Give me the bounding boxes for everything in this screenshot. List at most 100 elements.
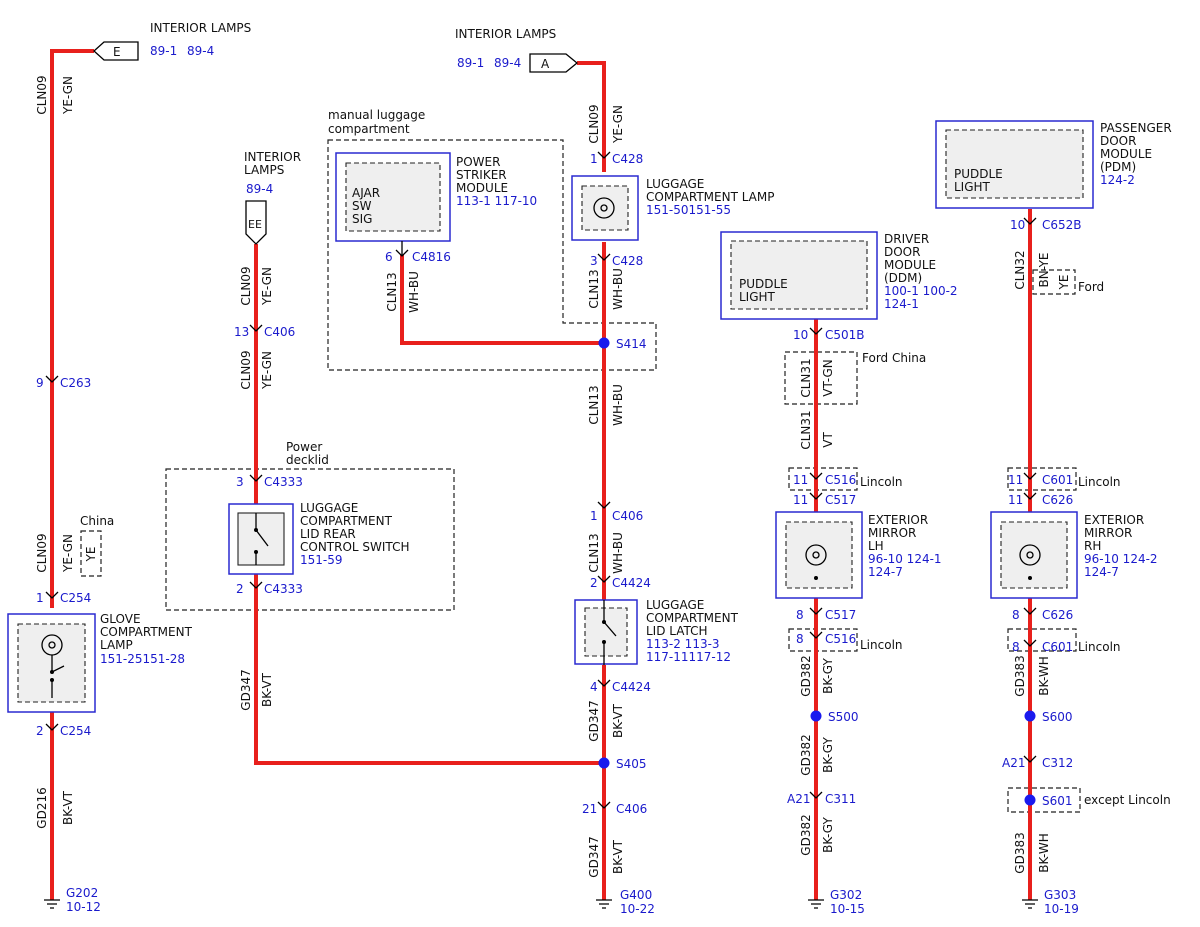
mrh-l1: EXTERIOR: [1084, 513, 1144, 527]
note-fordchina: Ford China: [862, 351, 926, 365]
wire-label-circuit: GD382: [799, 814, 813, 855]
switch-l4: CONTROL SWITCH: [300, 540, 409, 554]
wire-label-circuit: CLN31: [799, 410, 813, 449]
splices: S414 S405 S500 S600 S601: [598, 337, 1073, 808]
conn-c601a: C601: [1042, 473, 1073, 487]
conn-c652b: C652B: [1042, 218, 1082, 232]
splice-s600: S600: [1042, 710, 1073, 724]
wire-label-color: BK-WH: [1037, 656, 1051, 696]
group-boxes: [80, 139, 1081, 813]
note-except-lincoln: except Lincoln: [1084, 793, 1171, 807]
note-china: China: [80, 514, 114, 528]
conn-c601b: C601: [1042, 640, 1073, 654]
ground-g303: G303: [1044, 888, 1076, 902]
pin-c428b: 3: [590, 254, 598, 268]
lamp-l2: COMPARTMENT LAMP: [646, 190, 774, 204]
wire-label-circuit: GD382: [799, 734, 813, 775]
latch-ref2: 117-11117-12: [646, 650, 731, 664]
ddm-l1: DRIVER: [884, 232, 929, 246]
striker-l2: STRIKER: [456, 168, 507, 182]
mlh-l1: EXTERIOR: [868, 513, 928, 527]
glove-l2: COMPARTMENT: [100, 625, 193, 639]
splice-dot: [1024, 710, 1036, 722]
wire-label-circuit: CLN13: [587, 533, 601, 572]
striker-l3: MODULE: [456, 181, 508, 195]
ref-e-page1: 89-1: [150, 44, 177, 58]
conn-c626b: C626: [1042, 608, 1073, 622]
pin-c517a: 11: [793, 493, 808, 507]
ref-a-page1: 89-1: [457, 56, 484, 70]
pin-c4424a: 2: [590, 576, 598, 590]
ref-ee-title2: LAMPS: [244, 163, 284, 177]
pin-c601a: 11: [1008, 473, 1023, 487]
pin-c312: A21: [1002, 756, 1025, 770]
wire-label-circuit: CLN09: [239, 266, 253, 305]
mlh-l3: LH: [868, 539, 884, 553]
ground-g400: G400: [620, 888, 652, 902]
luggage-compartment-lamp: LUGGAGE COMPARTMENT LAMP 151-50151-55: [571, 175, 774, 241]
conn-c4424b: C4424: [612, 680, 651, 694]
note-ford: Ford: [1078, 280, 1104, 294]
note-ford-ye: YE: [1057, 275, 1071, 291]
wire-label-color: VT-GN: [821, 359, 835, 396]
conn-c516b: C516: [825, 632, 856, 646]
ground-g302-page: 10-15: [830, 902, 865, 916]
conn-c4424a: C4424: [612, 576, 651, 590]
ref-e-title: INTERIOR LAMPS: [150, 21, 251, 35]
conn-c406c: C406: [616, 802, 647, 816]
pdm-l4: (PDM): [1100, 160, 1136, 174]
conn-c4333a: C4333: [264, 475, 303, 489]
wire-label-circuit: CLN09: [239, 350, 253, 389]
conn-c626a: C626: [1042, 493, 1073, 507]
ref-ee-title1: INTERIOR: [244, 150, 301, 164]
wire-label-color: BK-WH: [1037, 833, 1051, 873]
ddm-in1: PUDDLE: [739, 277, 788, 291]
wire-label-color: WH-BU: [611, 532, 625, 574]
ref-a-page2: 89-4: [494, 56, 521, 70]
ground-g302: G302: [830, 888, 862, 902]
conn-c4333b: C4333: [264, 582, 303, 596]
mlh-ref1: 96-10 124-1: [868, 552, 942, 566]
mrh-l3: RH: [1084, 539, 1101, 553]
pdm-l3: MODULE: [1100, 147, 1152, 161]
ground-g303-page: 10-19: [1044, 902, 1079, 916]
ddm-l2: DOOR: [884, 245, 920, 259]
glove-l3: LAMP: [100, 638, 133, 652]
pdm-ref: 124-2: [1100, 173, 1135, 187]
glove-ref: 151-25151-28: [100, 652, 185, 666]
pin-c406b: 1: [590, 509, 598, 523]
note-power2: decklid: [286, 453, 329, 467]
wire-label-color: BK-VT: [260, 672, 274, 707]
mlh-ref2: 124-7: [868, 565, 903, 579]
conn-c406a: C406: [264, 325, 295, 339]
wire-label-circuit: GD382: [799, 655, 813, 696]
lid-rear-control-switch: LUGGAGE COMPARTMENT LID REAR CONTROL SWI…: [228, 501, 409, 575]
wire-label-circuit: GD347: [587, 836, 601, 877]
splice-s405: S405: [616, 757, 647, 771]
note-china-ye: YE: [84, 547, 98, 563]
passenger-door-module: PUDDLE LIGHT PASSENGER DOOR MODULE (PDM)…: [935, 120, 1172, 209]
conn-c428a: C428: [612, 152, 643, 166]
pin-c4424b: 4: [590, 680, 598, 694]
wire-label-color: YE-GN: [260, 351, 274, 390]
wire-label-circuit: CLN09: [35, 533, 49, 572]
wire-label-color: YE-GN: [61, 76, 75, 115]
pdm-in2: LIGHT: [954, 180, 991, 194]
ref-ee-page: 89-4: [246, 182, 273, 196]
mlh-l2: MIRROR: [868, 526, 916, 540]
splice-dot: [810, 710, 822, 722]
note-power1: Power: [286, 440, 322, 454]
pin-c263: 9: [36, 376, 44, 390]
pin-c652b: 10: [1010, 218, 1025, 232]
wire-label-circuit: CLN09: [587, 104, 601, 143]
lamp-l1: LUGGAGE: [646, 177, 704, 191]
ddm-ref2: 124-1: [884, 297, 919, 311]
conn-c254b: C254: [60, 724, 91, 738]
wire-label-color: BK-VT: [611, 839, 625, 874]
pdm-in1: PUDDLE: [954, 167, 1003, 181]
striker-in1: AJAR: [352, 186, 380, 200]
glove-compartment-lamp: GLOVE COMPARTMENT LAMP 151-25151-28: [7, 612, 193, 713]
driver-door-module: PUDDLE LIGHT DRIVER DOOR MODULE (DDM) 10…: [720, 231, 958, 320]
connector-symbols: [45, 151, 1037, 809]
